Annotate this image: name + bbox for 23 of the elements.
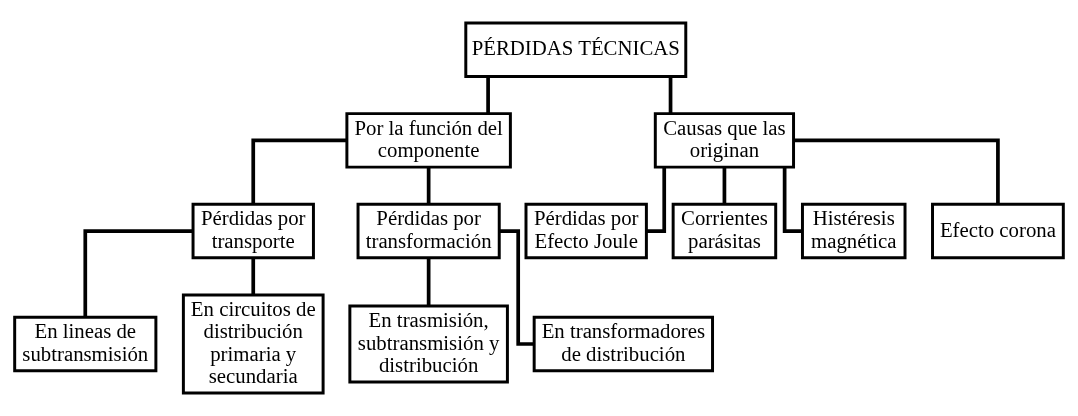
connector xyxy=(794,138,1000,204)
connector xyxy=(668,76,673,114)
node-box: Efecto corona xyxy=(931,202,1065,260)
node-box: En circuitos de distribución primaria y secundaria xyxy=(181,293,325,395)
node-box: Por la función del componente xyxy=(345,112,512,169)
node-box: Histéresis magnética xyxy=(800,202,907,260)
node-box: En lineas de subtransmisión xyxy=(13,315,158,373)
node-box: Pérdidas por transformación xyxy=(356,202,501,260)
connector xyxy=(486,76,490,114)
connector xyxy=(426,257,431,306)
node-box: Pérdidas por Efecto Joule xyxy=(524,202,648,260)
connector xyxy=(426,167,431,204)
node-box: Pérdidas por transporte xyxy=(191,202,315,260)
node-box: En trasmisión, subtransmisión y distribución xyxy=(348,304,509,384)
connector xyxy=(251,138,347,204)
node-box: Causas que las originan xyxy=(653,112,796,169)
node-box: PÉRDIDAS TÉCNICAS xyxy=(464,21,688,78)
connector xyxy=(782,167,803,233)
connector xyxy=(83,229,193,318)
node-box: En transformadores de distribución xyxy=(532,315,715,373)
connector xyxy=(251,257,256,295)
connector xyxy=(722,167,727,204)
node-box: Corrientes parásitas xyxy=(671,202,778,260)
